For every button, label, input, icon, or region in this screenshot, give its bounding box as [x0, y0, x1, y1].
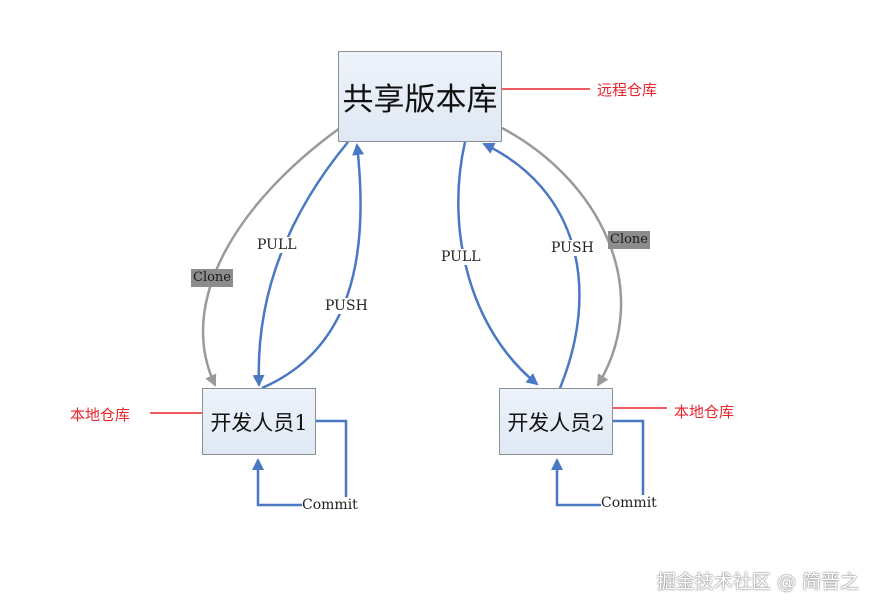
clone-label-left: Clone	[191, 269, 233, 287]
push-label-left: PUSH	[325, 298, 368, 314]
clone-arrow-left	[201, 126, 341, 387]
commit-label-2: Commit	[601, 495, 657, 511]
developer-1-box: 开发人员1	[202, 388, 316, 455]
developer-2-annotation: 本地仓库	[674, 403, 735, 421]
remote-repo-label: 共享版本库	[342, 82, 498, 118]
push-arrow-right	[482, 142, 581, 389]
commit-label-1: Commit	[302, 497, 358, 513]
developer-1-annotation: 本地仓库	[70, 406, 131, 424]
pull-label-left: PULL	[257, 237, 297, 253]
clone-label-right: Clone	[608, 231, 650, 249]
pull-label-right: PULL	[441, 249, 481, 265]
watermark: 掘金技术社区 @ 简晋之	[656, 571, 859, 593]
remote-repo-annotation: 远程仓库	[597, 81, 658, 99]
push-label-right: PUSH	[551, 240, 594, 256]
remote-repo-box: 共享版本库	[338, 51, 502, 142]
pull-arrow-right	[457, 141, 539, 386]
developer-1-label: 开发人员1	[210, 410, 308, 435]
developer-2-box: 开发人员2	[499, 388, 613, 455]
push-arrow-left	[261, 143, 365, 390]
pull-arrow-left	[252, 141, 349, 387]
clone-arrow-right	[501, 126, 623, 387]
developer-2-label: 开发人员2	[507, 410, 605, 435]
